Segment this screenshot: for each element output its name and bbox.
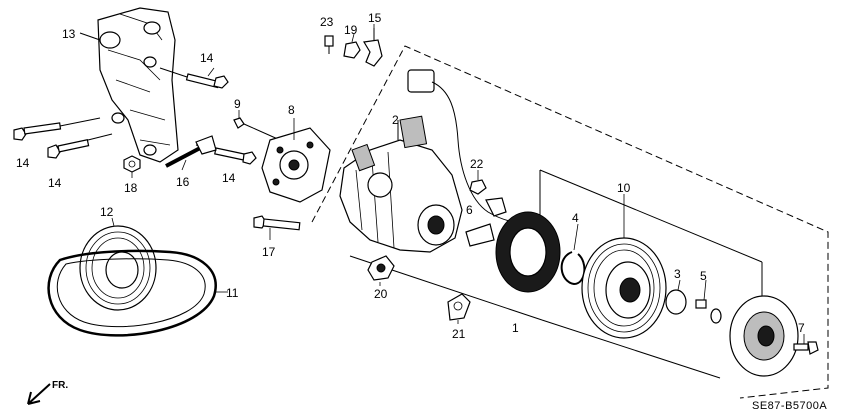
diagram-code: SE87-B5700A xyxy=(752,400,827,412)
field-coil xyxy=(495,211,561,293)
callout-21: 21 xyxy=(452,327,466,341)
leader-lines xyxy=(111,24,805,344)
callout-4: 4 xyxy=(572,211,579,225)
callout-13: 13 xyxy=(62,27,76,41)
bolt-14-left-upper xyxy=(13,117,101,141)
nut-18 xyxy=(123,155,141,173)
callout-labels: 1 2 3 4 5 6 7 8 9 10 11 12 13 14 14 14 1… xyxy=(16,11,805,341)
callout-15: 15 xyxy=(368,11,382,25)
clamp-15 xyxy=(363,28,383,67)
bolt-17 xyxy=(253,215,301,231)
callout-17: 17 xyxy=(262,245,276,259)
pressure-plate xyxy=(729,295,799,377)
drive-pulley xyxy=(79,225,157,311)
callout-18: 18 xyxy=(124,181,138,195)
callout-6: 6 xyxy=(466,203,473,217)
callout-14-left: 14 xyxy=(16,156,30,170)
callout-1: 1 xyxy=(512,321,519,335)
bolt-7 xyxy=(793,341,819,355)
snap-ring xyxy=(560,251,586,286)
front-arrow-icon xyxy=(27,383,51,405)
clutch-pulley xyxy=(581,237,667,339)
front-direction-indicator: FR. xyxy=(27,380,68,405)
callout-5: 5 xyxy=(700,269,707,283)
spacer-5 xyxy=(695,299,722,324)
callout-14-upper: 14 xyxy=(200,51,214,65)
callout-16: 16 xyxy=(176,175,190,189)
shim-3 xyxy=(665,289,687,315)
compressor-body xyxy=(339,115,463,253)
ground-terminal-22 xyxy=(469,179,487,195)
callout-11: 11 xyxy=(226,286,239,300)
bolt-9 xyxy=(233,117,281,141)
compressor-bracket xyxy=(79,7,179,163)
callout-14-lower: 14 xyxy=(48,176,62,190)
callout-23: 23 xyxy=(320,15,334,29)
callout-9: 9 xyxy=(234,97,241,111)
compressor-cover xyxy=(261,127,331,203)
bolt-23 xyxy=(324,35,334,54)
callout-19: 19 xyxy=(344,23,358,37)
callout-7: 7 xyxy=(798,321,805,335)
clip-6 xyxy=(465,197,507,247)
callout-20: 20 xyxy=(374,287,388,301)
callout-10: 10 xyxy=(617,181,631,195)
nut-20 xyxy=(367,255,395,281)
callout-3: 3 xyxy=(674,267,681,281)
bolt-14-left-lower xyxy=(47,133,113,159)
callout-14-center: 14 xyxy=(222,171,236,185)
front-direction-label: FR. xyxy=(52,380,68,391)
bolt-14-upper xyxy=(159,67,229,89)
callout-8: 8 xyxy=(288,103,295,117)
callout-22: 22 xyxy=(470,157,484,171)
nut-19 xyxy=(343,41,361,59)
callout-2: 2 xyxy=(392,113,399,127)
callout-12: 12 xyxy=(100,205,114,219)
bracket-21 xyxy=(447,293,471,321)
stud-bolt xyxy=(165,135,217,168)
drive-belt xyxy=(47,249,217,337)
